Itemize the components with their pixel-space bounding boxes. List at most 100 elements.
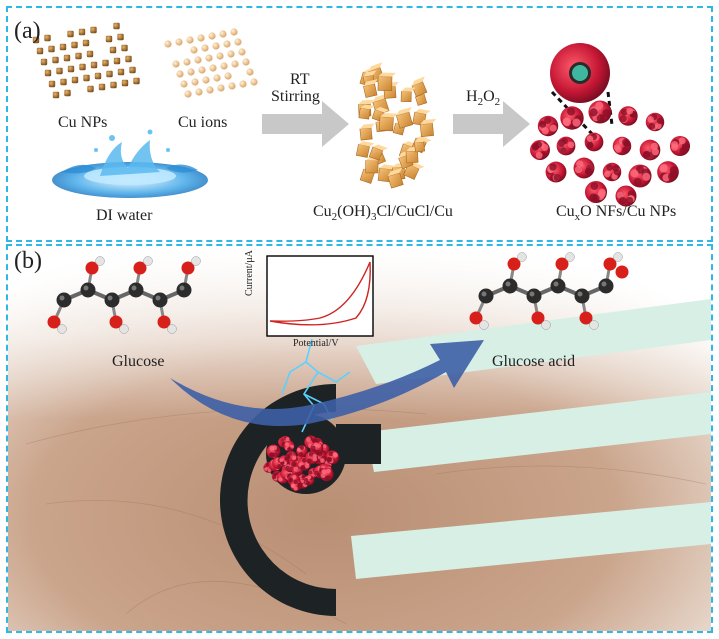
nanoflower: [618, 106, 638, 126]
cube: [419, 118, 437, 137]
particle: [191, 78, 199, 86]
nanoflower: [283, 440, 295, 452]
particle: [125, 55, 132, 63]
nanoflower: [266, 444, 281, 459]
particle: [180, 80, 188, 88]
nanoflower: [615, 185, 637, 207]
cube: [368, 144, 388, 161]
panel-b-label: (b): [14, 248, 42, 274]
nanoflower: [325, 450, 340, 465]
di-water-label: DI water: [96, 207, 153, 224]
particle: [71, 76, 79, 84]
panel-a-label: (a): [14, 18, 41, 44]
cu2oh3cl-cube-cluster: [355, 62, 437, 189]
particle: [87, 85, 94, 93]
particle: [94, 72, 102, 80]
cv-inset: [266, 255, 374, 337]
particle: [194, 56, 202, 64]
nanoflower: [584, 180, 608, 204]
nanoflower: [628, 164, 652, 188]
particle: [105, 35, 113, 43]
particle: [209, 64, 217, 72]
cube: [400, 87, 416, 103]
nanoflower: [657, 161, 679, 183]
particle: [205, 54, 213, 62]
nanoflower: [537, 115, 559, 137]
particle: [242, 58, 250, 66]
particle: [212, 42, 220, 50]
nanoflower: [639, 139, 661, 161]
particle: [208, 32, 216, 40]
cv-curve: [269, 261, 371, 326]
cube: [363, 79, 378, 98]
particle: [113, 57, 121, 65]
particle: [82, 39, 90, 47]
particle: [187, 68, 195, 76]
nanoflower: [305, 451, 319, 465]
cube: [395, 107, 414, 129]
condition-stirring-label: Stirring: [271, 88, 320, 105]
cube: [411, 76, 428, 97]
particle: [197, 34, 205, 42]
nanoflower: [278, 455, 290, 466]
particle: [223, 40, 231, 48]
water-splash-image: [52, 129, 208, 198]
particle: [129, 66, 136, 74]
particle: [52, 56, 59, 64]
particle: [110, 81, 117, 89]
particle: [48, 45, 55, 53]
particle: [67, 30, 74, 38]
particle: [121, 44, 128, 52]
process-arrow-1: [262, 101, 349, 147]
particle: [219, 30, 227, 38]
particle: [63, 54, 71, 62]
cube: [359, 123, 375, 141]
electrode-nanoflower-cluster: [263, 435, 340, 492]
particle: [117, 33, 124, 41]
particle: [44, 34, 51, 42]
nanoflower: [303, 474, 315, 486]
particle: [228, 82, 236, 90]
cu-nps-particles: [32, 22, 140, 99]
particle: [224, 72, 232, 80]
particle: [201, 44, 209, 52]
particle: [40, 58, 48, 66]
particle: [52, 91, 60, 99]
oxidant-h2o2-label: H2O2: [466, 88, 501, 109]
particle: [90, 26, 97, 34]
glucose-label: Glucose: [112, 353, 165, 370]
nanoflower: [545, 161, 567, 183]
panel-b: [6, 244, 713, 633]
nanoflower: [560, 106, 584, 130]
nanoflower: [296, 445, 308, 457]
particle: [75, 52, 82, 60]
particle: [227, 50, 235, 58]
particle: [183, 58, 191, 66]
process-arrow-2: [453, 101, 530, 147]
particle: [164, 40, 172, 48]
particle: [234, 38, 242, 46]
particle: [213, 74, 221, 82]
nanoflower: [556, 136, 576, 156]
cu-ions-particles: [164, 28, 258, 98]
particle: [36, 47, 44, 55]
nanoflower: [612, 136, 632, 156]
particle: [79, 63, 86, 71]
sensor-photo-scene: [8, 246, 711, 631]
cube: [387, 167, 404, 189]
cube: [414, 137, 428, 153]
particle: [83, 74, 90, 82]
condition-rt-label: RT: [290, 71, 310, 88]
particle: [117, 68, 125, 76]
particle: [48, 80, 56, 88]
particle: [238, 48, 246, 56]
particle: [176, 70, 184, 78]
particle: [102, 59, 109, 67]
particle: [64, 89, 71, 97]
particle: [198, 66, 206, 74]
particle: [86, 50, 94, 58]
particle: [59, 43, 67, 51]
particle: [98, 83, 106, 91]
particle: [133, 77, 140, 85]
